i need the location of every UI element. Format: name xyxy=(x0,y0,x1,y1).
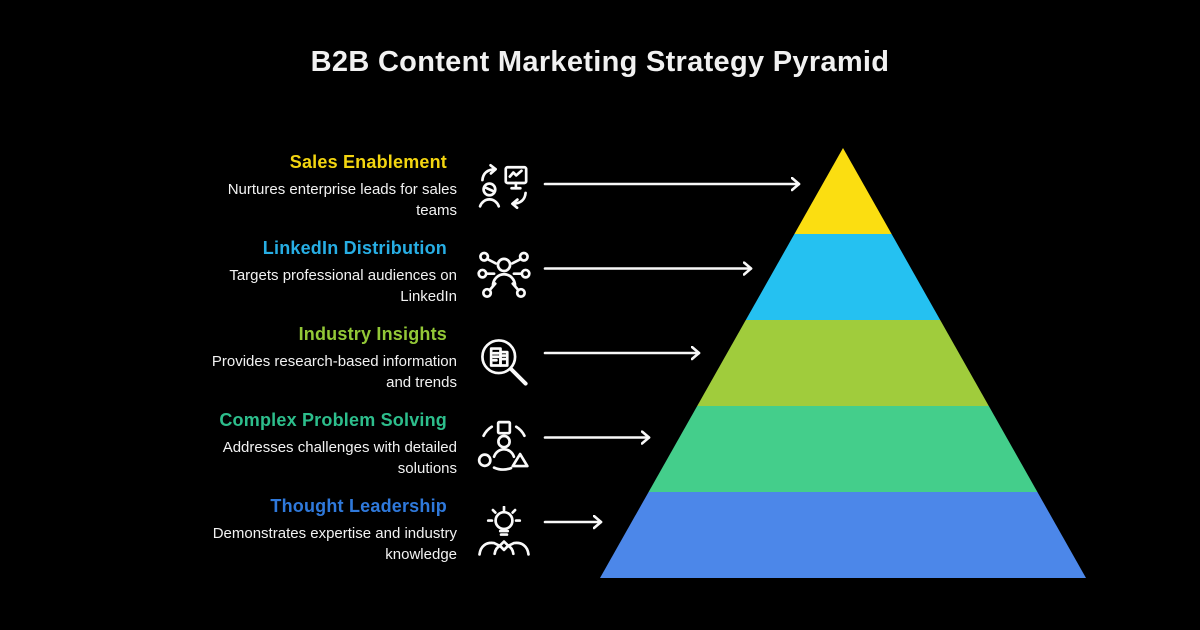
legend-item-description: Nurtures enterprise leads for sales team… xyxy=(171,179,457,221)
legend-item-description: Provides research-based information and … xyxy=(171,351,457,393)
description-line: Demonstrates expertise and industry xyxy=(212,525,457,542)
description-line: Provides research-based information xyxy=(211,353,457,370)
legend-item-sales-enablement: Sales Enablement Nurtures enterprise lea… xyxy=(171,149,457,221)
legend-item-description: Targets professional audiences on Linked… xyxy=(171,265,457,307)
legend-item-description: Addresses challenges with detailed solut… xyxy=(171,437,457,479)
description-line: Nurtures enterprise leads for sales xyxy=(227,181,457,198)
legend-item-title: Thought Leadership xyxy=(270,496,447,516)
problem-solving-icon xyxy=(477,420,529,471)
legend-item-thought-leadership: Thought Leadership Demonstrates expertis… xyxy=(171,493,457,565)
legend-item-title: LinkedIn Distribution xyxy=(262,238,447,258)
sales-handoff-icon xyxy=(478,163,528,210)
page-title: B2B Content Marketing Strategy Pyramid xyxy=(310,46,890,78)
description-line: Targets professional audiences on xyxy=(229,267,457,284)
legend-item-description: Demonstrates expertise and industry know… xyxy=(171,523,457,565)
legend-item-linkedin-distribution: LinkedIn Distribution Targets profession… xyxy=(171,235,457,307)
pyramid-band-sales-enablement xyxy=(794,148,892,234)
pyramid-band-complex-problem-solving xyxy=(648,406,1038,492)
description-line: knowledge xyxy=(385,546,457,563)
research-magnifier-icon xyxy=(481,339,528,386)
legend-item-title: Sales Enablement xyxy=(289,152,447,172)
legend-item-industry-insights: Industry Insights Provides research-base… xyxy=(171,321,457,393)
legend-item-title: Industry Insights xyxy=(298,324,447,344)
description-line: Addresses challenges with detailed xyxy=(222,439,457,456)
description-line: and trends xyxy=(386,374,457,391)
legend-item-title: Complex Problem Solving xyxy=(219,410,447,430)
pyramid-band-industry-insights xyxy=(697,320,989,406)
legend-item-complex-problem-solving: Complex Problem Solving Addresses challe… xyxy=(171,407,457,479)
pyramid-band-thought-leadership xyxy=(600,492,1086,578)
lightbulb-hands-icon xyxy=(478,506,530,556)
pyramid-band-linkedin-distribution xyxy=(745,234,941,320)
network-distribution-icon xyxy=(477,251,531,298)
description-line: teams xyxy=(416,202,457,219)
description-line: LinkedIn xyxy=(400,288,457,305)
description-line: solutions xyxy=(397,460,457,477)
